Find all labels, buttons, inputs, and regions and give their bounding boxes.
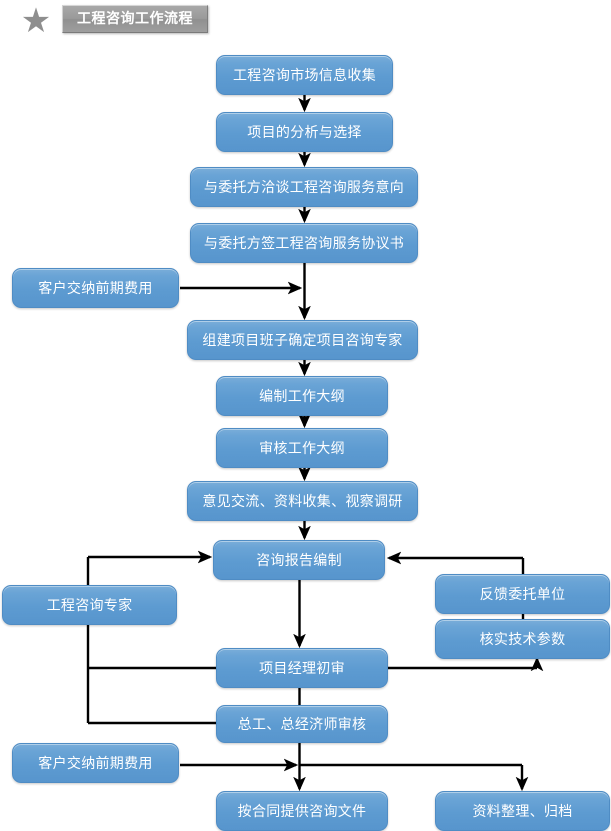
- node-project-analysis[interactable]: 项目的分析与选择: [216, 112, 393, 152]
- node-label: 按合同提供咨询文件: [237, 804, 367, 820]
- node-label: 工程咨询市场信息收集: [233, 68, 376, 84]
- node-label: 项目的分析与选择: [247, 125, 362, 141]
- node-label: 核实技术参数: [479, 632, 566, 648]
- node-label: 客户交纳前期费用: [38, 281, 153, 297]
- node-client-fee-upper[interactable]: 客户交纳前期费用: [12, 268, 179, 308]
- node-label: 资料整理、归档: [472, 804, 573, 820]
- node-label: 工程咨询专家: [46, 598, 133, 614]
- node-client-fee-lower[interactable]: 客户交纳前期费用: [12, 743, 179, 783]
- node-label: 咨询报告编制: [256, 553, 342, 569]
- node-negotiate-intent[interactable]: 与委托方洽谈工程咨询服务意向: [190, 167, 418, 207]
- node-pm-first-review[interactable]: 项目经理初审: [216, 648, 388, 688]
- node-verify-params[interactable]: 核实技术参数: [435, 619, 610, 659]
- node-sign-agreement[interactable]: 与委托方签工程咨询服务协议书: [190, 223, 418, 263]
- node-chief-review[interactable]: 总工、总经济师审核: [216, 705, 388, 743]
- node-label: 与委托方洽谈工程咨询服务意向: [203, 180, 405, 196]
- node-draft-outline[interactable]: 编制工作大纲: [216, 376, 388, 416]
- page-title[interactable]: 工程咨询工作流程: [62, 5, 208, 33]
- node-review-outline[interactable]: 审核工作大纲: [216, 428, 388, 468]
- node-label: 编制工作大纲: [259, 389, 345, 405]
- node-market-info[interactable]: 工程咨询市场信息收集: [216, 55, 393, 95]
- node-report-drafting[interactable]: 咨询报告编制: [213, 540, 385, 580]
- node-label: 项目经理初审: [259, 661, 345, 677]
- node-deliver-docs[interactable]: 按合同提供咨询文件: [216, 791, 388, 831]
- star-icon: ★: [20, 1, 52, 41]
- node-label: 总工、总经济师审核: [237, 717, 367, 733]
- node-label: 反馈委托单位: [479, 587, 566, 603]
- node-consult-expert[interactable]: 工程咨询专家: [2, 585, 177, 625]
- node-label: 与委托方签工程咨询服务协议书: [203, 236, 405, 252]
- node-form-team[interactable]: 组建项目班子确定项目咨询专家: [187, 320, 418, 360]
- node-label: 意见交流、资料收集、视察调研: [202, 494, 403, 510]
- node-survey-research[interactable]: 意见交流、资料收集、视察调研: [187, 481, 418, 521]
- page-header: ★ 工程咨询工作流程: [0, 0, 611, 42]
- node-archive-docs[interactable]: 资料整理、归档: [435, 791, 610, 831]
- node-label: 客户交纳前期费用: [38, 756, 153, 772]
- node-label: 审核工作大纲: [259, 441, 345, 457]
- node-label: 组建项目班子确定项目咨询专家: [202, 333, 403, 349]
- node-feedback-client[interactable]: 反馈委托单位: [435, 574, 610, 614]
